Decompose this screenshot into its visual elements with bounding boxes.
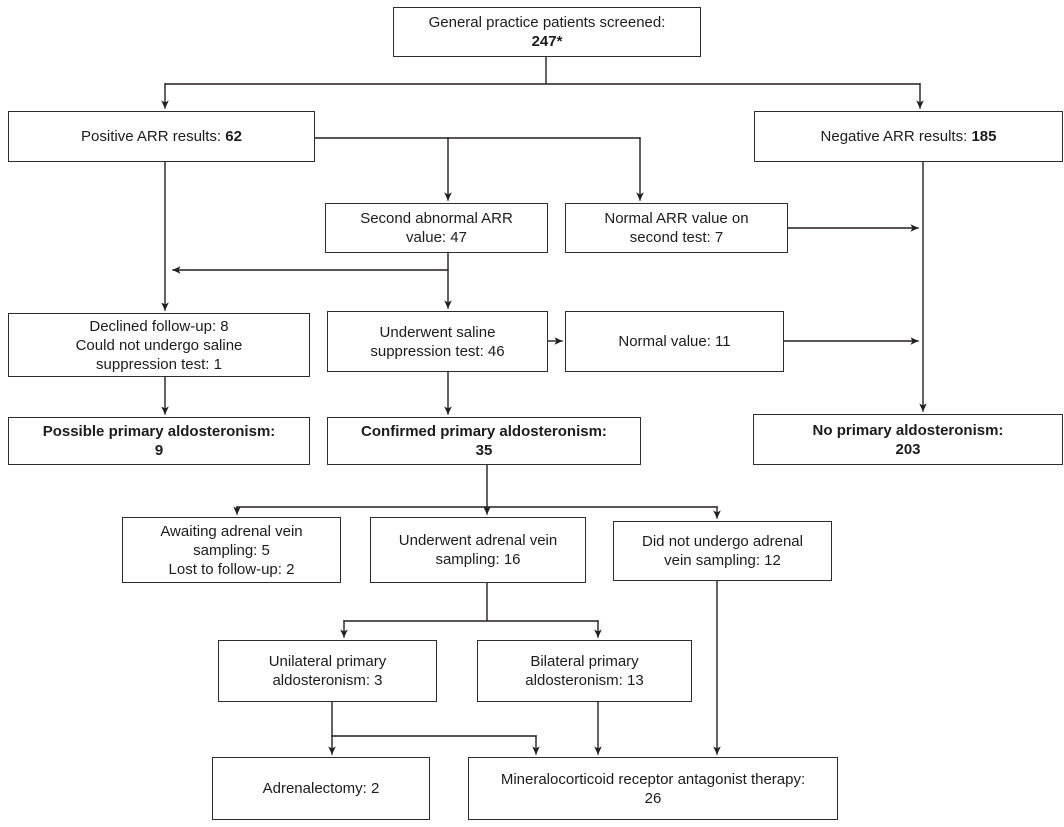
node-adrenalectomy: Adrenalectomy: 2 <box>212 757 430 820</box>
node-screened-label: General practice patients screened: <box>428 14 666 31</box>
node-negative-arr-count: 185 <box>971 128 997 145</box>
node-bilateral-pa: Bilateral primary aldosteronism: 13 <box>477 640 692 702</box>
node-negative-arr-text: Negative ARR results:185 <box>820 128 997 145</box>
node-saline-suppression: Underwent saline suppression test: 46 <box>327 311 548 372</box>
node-normal-value: Normal value: 11 <box>565 311 784 372</box>
node-confirmed-pa: Confirmed primary aldosteronism: 35 <box>327 417 641 465</box>
node-possible-pa: Possible primary aldosteronism: 9 <box>8 417 310 465</box>
edges-confirmed-to-avs-row <box>233 464 721 519</box>
edges-unilateral-out <box>328 701 540 755</box>
node-screened-count: 247* <box>531 33 563 50</box>
edges-avs-to-laterality <box>340 582 602 638</box>
node-declined-followup: Declined follow-up: 8 Could not undergo … <box>8 313 310 377</box>
node-screened: General practice patients screened: 247* <box>393 7 701 57</box>
node-positive-arr: Positive ARR results:62 <box>8 111 315 162</box>
node-normal-second-test: Normal ARR value on second test: 7 <box>565 203 788 253</box>
node-awaiting-avs: Awaiting adrenal vein sampling: 5 Lost t… <box>122 517 341 583</box>
edges-positive-to-second-tests <box>314 137 644 201</box>
node-no-avs: Did not undergo adrenal vein sampling: 1… <box>613 521 832 581</box>
node-unilateral-pa: Unilateral primary aldosteronism: 3 <box>218 640 437 702</box>
node-second-abnormal: Second abnormal ARR value: 47 <box>325 203 548 253</box>
node-underwent-avs: Underwent adrenal vein sampling: 16 <box>370 517 586 583</box>
node-positive-arr-count: 62 <box>225 128 242 145</box>
node-positive-arr-text: Positive ARR results:62 <box>81 128 242 145</box>
edges-second-abnormal-out <box>172 252 452 309</box>
edges-screened-to-arr-results <box>161 56 924 109</box>
node-mra-therapy: Mineralocorticoid receptor antagonist th… <box>468 757 838 820</box>
node-no-pa: No primary aldosteronism: 203 <box>753 414 1063 465</box>
node-negative-arr: Negative ARR results:185 <box>754 111 1063 162</box>
